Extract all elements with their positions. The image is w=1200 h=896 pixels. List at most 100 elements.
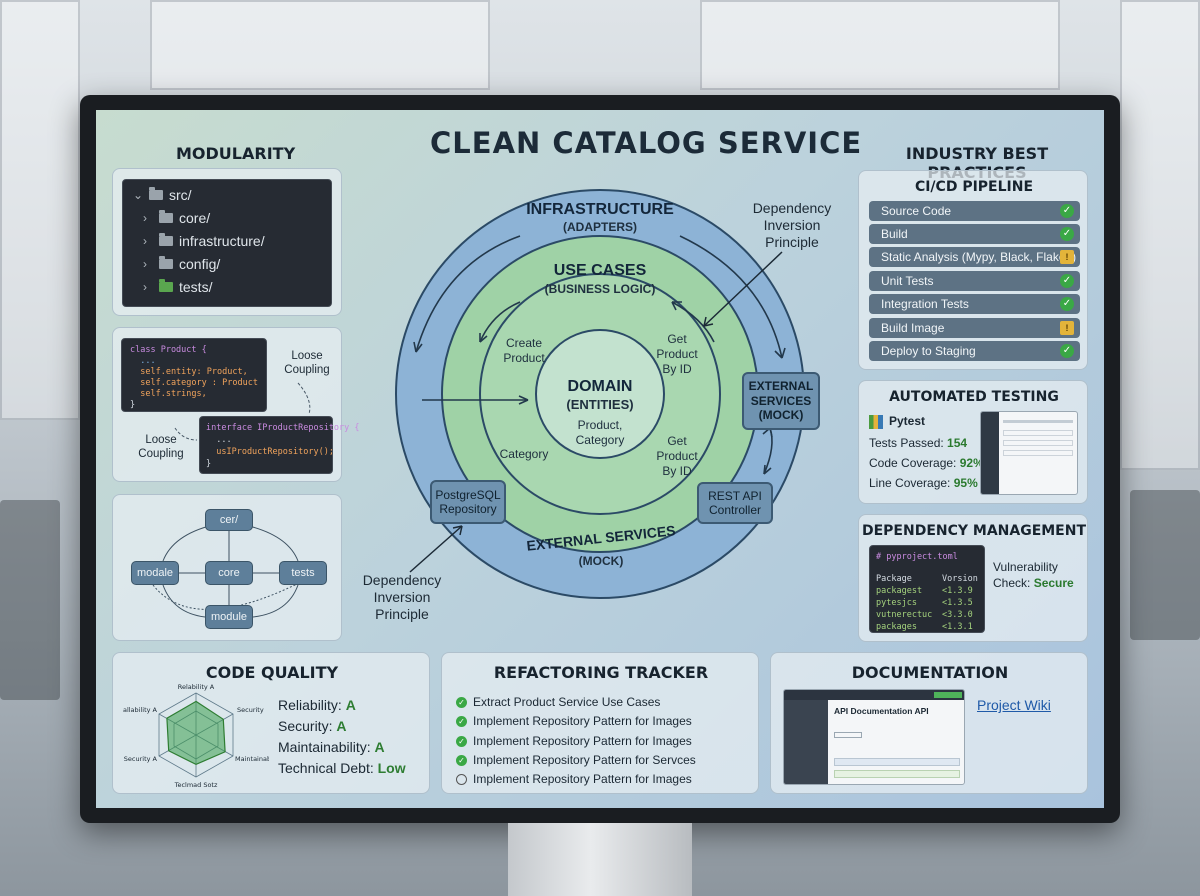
empty-circle-icon: [456, 773, 467, 785]
domain-label: DOMAIN: [567, 378, 633, 395]
loose-coupling-label: Loose Coupling: [138, 434, 184, 460]
api-docs-thumbnail[interactable]: API Documentation API: [783, 689, 965, 785]
pipeline-step[interactable]: Source Code✓: [869, 201, 1080, 221]
automated-testing-heading: AUTOMATED TESTING: [889, 389, 1059, 405]
tree-item-config[interactable]: › config/: [143, 256, 220, 272]
warning-icon: !: [1060, 250, 1074, 264]
loose-coupling-label: Loose Coupling: [284, 350, 330, 376]
pipeline-step-label: Build: [881, 227, 908, 241]
product-class-code: class Product { ... self.entity: Product…: [121, 338, 267, 412]
coupling-panel: class Product { ... self.entity: Product…: [112, 327, 360, 482]
pipeline-step[interactable]: Integration Tests✓: [869, 294, 1080, 314]
code-line: ...: [206, 435, 232, 445]
pytest-label: Pytest: [889, 414, 926, 428]
graph-node-center[interactable]: core: [205, 561, 253, 585]
pipeline-step-label: Deploy to Staging: [881, 344, 976, 358]
graph-node-top[interactable]: cer/: [205, 509, 253, 531]
dependency-management-heading: DEPENDENCY MANAGEMENT: [861, 523, 1087, 539]
pipeline-step[interactable]: Static Analysis (Mypy, Black, Flake8)!: [869, 247, 1080, 267]
check-icon: ✓: [1060, 297, 1074, 311]
pipeline-step[interactable]: Deploy to Staging✓: [869, 341, 1080, 361]
chevron-right-icon: ›: [143, 234, 147, 248]
pipeline-step[interactable]: Unit Tests✓: [869, 271, 1080, 291]
technical-debt-label: Technical Debt:: [278, 760, 374, 776]
tree-item-infrastructure[interactable]: › infrastructure/: [143, 233, 265, 249]
vulnerability-value: Secure: [1033, 576, 1074, 591]
monitor-stand: [508, 823, 692, 896]
security-metric: Security: A: [278, 718, 346, 734]
module-graph-panel: cer/ modale core tests module: [112, 494, 342, 641]
dependency-inversion-label: Dependency Inversion Principle: [752, 200, 832, 250]
use-case-get-product: Get Product By ID: [656, 434, 698, 478]
domain-sub: (ENTITIES): [566, 397, 634, 412]
modularity-heading: MODULARITY: [176, 144, 296, 163]
pipeline-step-label: Source Code: [881, 204, 952, 218]
reliability-value: A: [345, 697, 356, 713]
background-window: [1120, 0, 1200, 470]
maintainability-label: Maintainability:: [278, 739, 371, 755]
reliability-metric: Reliability: A: [278, 697, 356, 713]
quality-radar-chart: Relability A Security Maintainability Te…: [123, 683, 269, 789]
radar-axis-label: Security: [237, 706, 264, 714]
infrastructure-sub: (ADAPTERS): [563, 220, 637, 234]
documentation-panel: DOCUMENTATION API Documentation API Proj…: [770, 652, 1088, 794]
dependency-inversion-arrows: [409, 251, 783, 573]
refactor-item[interactable]: ✓Implement Repository Pattern for Servce…: [456, 753, 696, 767]
refactor-item[interactable]: ✓Implement Repository Pattern for Images: [456, 714, 692, 728]
code-line: usIProductRepository();: [206, 447, 334, 457]
folder-icon: [159, 279, 173, 292]
radar-axis-label: Teclmad Sotz: [174, 781, 218, 789]
tree-item-tests[interactable]: › tests/: [143, 279, 212, 295]
reliability-label: Reliability:: [278, 697, 342, 713]
radar-axis-label: Maintainability: [235, 755, 269, 763]
dep-version: <3.3.0: [942, 610, 973, 620]
refactor-item[interactable]: ✓Implement Repository Pattern for Images: [456, 734, 692, 748]
project-wiki-link[interactable]: Project Wiki: [977, 697, 1051, 713]
refactor-item[interactable]: ✓Extract Product Service Use Cases: [456, 695, 660, 709]
domain-entities: Product, Category: [575, 418, 625, 447]
test-report-thumbnail[interactable]: [980, 411, 1078, 495]
tree-item-core[interactable]: › core/: [143, 210, 210, 226]
radar-axis-label: Relability A: [178, 683, 215, 691]
deps-col-version: Vorsion: [942, 574, 978, 584]
code-line: }: [130, 400, 136, 410]
chevron-right-icon: ›: [143, 257, 147, 271]
code-coverage-stat: Code Coverage: 92%: [869, 456, 984, 470]
refactor-item-label: Implement Repository Pattern for Images: [473, 734, 692, 748]
code-coverage-label: Code Coverage:: [869, 456, 957, 470]
api-docs-title: API Documentation API: [834, 706, 929, 716]
graph-node-left[interactable]: modale: [131, 561, 179, 585]
tree-item-label: tests/: [179, 279, 213, 295]
tree-item-label: config/: [179, 256, 221, 272]
security-label: Security:: [278, 718, 333, 734]
documentation-heading: DOCUMENTATION: [851, 663, 1009, 682]
pipeline-step[interactable]: Build Image!: [869, 318, 1080, 338]
external-services-box[interactable]: EXTERNAL SERVICES (MOCK): [742, 372, 820, 430]
pytest-logo-icon: [869, 415, 883, 429]
check-icon: ✓: [1060, 227, 1074, 241]
refactor-item-label: Implement Repository Pattern for Images: [473, 772, 692, 786]
dep-version: <1.3.9: [942, 586, 973, 596]
check-icon: ✓: [1060, 274, 1074, 288]
rest-api-controller-box[interactable]: REST API Controller: [697, 482, 773, 524]
code-line: self.category : Product: [130, 378, 258, 388]
warning-icon: !: [1060, 321, 1074, 335]
tree-item-label: core/: [179, 210, 211, 226]
check-circle-icon: ✓: [456, 754, 467, 766]
dep-name: packagest: [876, 586, 923, 596]
postgresql-repository-box[interactable]: PostgreSQL Repository: [430, 480, 506, 524]
tree-root[interactable]: ⌄ src/: [133, 187, 192, 203]
pipeline-step[interactable]: Build ✓: [869, 224, 1080, 244]
code-quality-heading: CODE QUALITY: [205, 663, 339, 682]
folder-icon: [149, 187, 163, 200]
refactor-item[interactable]: Implement Repository Pattern for Images: [456, 772, 692, 786]
graph-node-right[interactable]: tests: [279, 561, 327, 585]
file-tree-panel: ⌄ src/ › core/ › infrastructure/ › confi…: [112, 168, 342, 316]
graph-node-bottom[interactable]: module: [205, 605, 253, 629]
infrastructure-label: INFRASTRUCTURE: [526, 201, 674, 218]
code-line: interface IProductRepository {: [206, 423, 360, 433]
code-line: ...: [130, 356, 156, 366]
code-quality-panel: CODE QUALITY Relability A Security Maint…: [112, 652, 430, 794]
chevron-down-icon: ⌄: [133, 188, 144, 202]
tests-passed-stat: Tests Passed: 154: [869, 436, 967, 450]
